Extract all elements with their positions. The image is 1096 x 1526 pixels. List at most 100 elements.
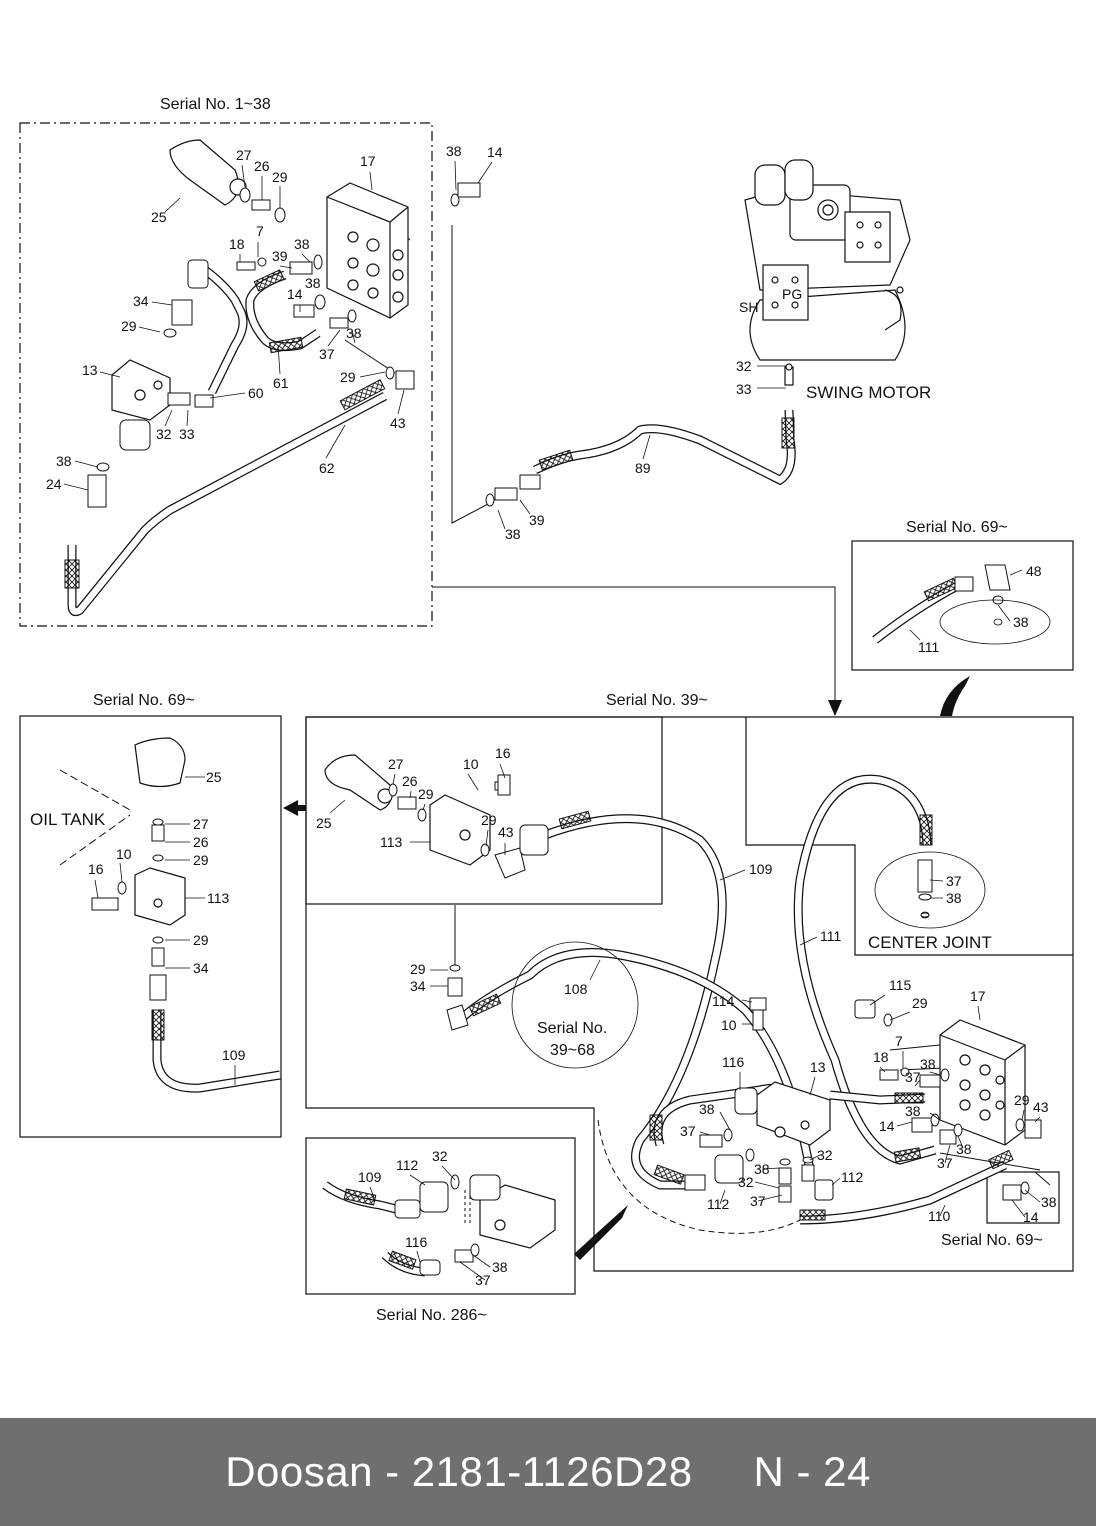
part-label: 34 — [133, 293, 149, 309]
part-label: 17 — [360, 153, 376, 169]
part-label: 112 — [396, 1157, 419, 1173]
component-labels: SWING MOTOR OIL TANK CENTER JOINT SH PG — [30, 286, 992, 952]
box-frames — [19, 122, 1074, 1295]
part-label: 113 — [207, 890, 230, 906]
part-label: 112 — [841, 1169, 864, 1185]
part-label: 29 — [1014, 1092, 1030, 1108]
frame-serial-1-38 — [19, 122, 433, 627]
part-label: 32 — [738, 1174, 754, 1190]
frame-serial-69-left — [19, 715, 282, 1138]
part-label: 89 — [635, 460, 651, 476]
part-label: 111 — [918, 639, 939, 655]
part-label: 114 — [712, 993, 735, 1009]
part-label: 16 — [88, 861, 104, 877]
part-label: 10 — [721, 1017, 737, 1033]
part-label: 10 — [116, 846, 132, 862]
part-label: 29 — [272, 169, 288, 185]
part-label: 29 — [193, 932, 209, 948]
part-label: 109 — [749, 861, 773, 877]
part-label: 26 — [193, 834, 209, 850]
part-label: 38 — [305, 275, 321, 291]
callout-leaders — [63, 160, 1041, 1281]
label-sh: SH — [739, 299, 758, 315]
part-label: 24 — [46, 476, 62, 492]
part-label: 38 — [505, 526, 521, 542]
header-serial-69-bottom-right: Serial No. 69~ — [941, 1232, 1043, 1249]
part-label: 109 — [358, 1169, 382, 1185]
part-label: 29 — [410, 961, 426, 977]
part-label: 14 — [1023, 1209, 1039, 1225]
detail-ellipses — [511, 599, 1051, 1069]
part-label: 32 — [736, 358, 752, 374]
pointer-arrows — [283, 676, 970, 1260]
part-label: 18 — [873, 1049, 889, 1065]
part-label: 33 — [736, 381, 752, 397]
part-label: 37 — [946, 873, 962, 889]
fittings — [87, 182, 1042, 1276]
part-label: 14 — [879, 1118, 895, 1134]
valve-blocks — [111, 139, 1026, 1249]
label-swing-motor: SWING MOTOR — [806, 383, 931, 402]
footer-spacer — [693, 1448, 754, 1496]
footer-brand: Doosan — [225, 1448, 373, 1495]
part-label: 32 — [432, 1148, 448, 1164]
part-label: 115 — [889, 977, 912, 993]
part-label: 13 — [810, 1059, 826, 1075]
header-serial-1-38: Serial No. 1~38 — [160, 96, 271, 113]
part-label: 29 — [418, 786, 434, 802]
footer-title: Doosan - 2181-1126D28 N - 24 — [0, 1418, 1096, 1526]
part-label: 39 — [272, 248, 288, 264]
part-label: 37 — [937, 1155, 953, 1171]
part-label: 38 — [294, 236, 310, 252]
footer-bar: Doosan - 2181-1126D28 N - 24 — [0, 1418, 1096, 1526]
part-label: 116 — [722, 1054, 745, 1070]
part-label: 38 — [754, 1161, 770, 1177]
part-label: 38 — [1041, 1194, 1057, 1210]
part-label: 37 — [680, 1123, 696, 1139]
curved-arrow-top-right — [940, 676, 970, 716]
part-label: 111 — [820, 928, 841, 944]
header-serial-286: Serial No. 286~ — [376, 1307, 487, 1324]
part-label: 14 — [487, 144, 503, 160]
part-label: 38 — [492, 1259, 508, 1275]
part-label: 34 — [410, 978, 426, 994]
label-pg: PG — [782, 286, 802, 302]
part-label: 37 — [905, 1069, 921, 1085]
part-label: 113 — [380, 834, 403, 850]
part-label: 26 — [254, 158, 270, 174]
part-label: 37 — [319, 346, 335, 362]
part-label: 27 — [193, 816, 209, 832]
part-label: 60 — [248, 385, 264, 401]
part-label: 29 — [481, 812, 497, 828]
part-label: 38 — [56, 453, 72, 469]
part-label: 25 — [206, 769, 222, 785]
swing-motor — [744, 159, 911, 386]
part-label: 10 — [463, 756, 479, 772]
part-label: 32 — [156, 426, 172, 442]
part-label: 38 — [905, 1103, 921, 1119]
part-label: 38 — [956, 1141, 972, 1157]
part-label: 33 — [179, 426, 195, 442]
part-label: 43 — [1033, 1099, 1049, 1115]
part-label: 27 — [388, 756, 404, 772]
arrow-down-to-center-joint — [828, 700, 842, 716]
part-label: 116 — [405, 1234, 428, 1250]
part-label: 61 — [273, 375, 289, 391]
frame-serial-69-inset — [986, 1171, 1060, 1224]
part-label: 110 — [928, 1208, 951, 1224]
part-label: 17 — [970, 988, 986, 1004]
part-label: 29 — [193, 852, 209, 868]
footer-page: N - 24 — [753, 1448, 871, 1495]
part-label: 7 — [256, 223, 264, 239]
part-label: 38 — [446, 143, 462, 159]
header-serial-39-68-line2: 39~68 — [550, 1042, 595, 1059]
header-serial-39: Serial No. 39~ — [606, 692, 708, 709]
label-center-joint: CENTER JOINT — [868, 933, 992, 952]
part-label: 112 — [707, 1196, 730, 1212]
frame-center-joint — [745, 717, 1073, 956]
part-label: 13 — [82, 362, 98, 378]
part-label: 43 — [498, 824, 514, 840]
part-label: 29 — [912, 995, 928, 1011]
part-label: 29 — [121, 318, 137, 334]
part-callouts: 27 26 29 17 38 14 25 18 7 38 39 38 14 34… — [46, 143, 1057, 1288]
